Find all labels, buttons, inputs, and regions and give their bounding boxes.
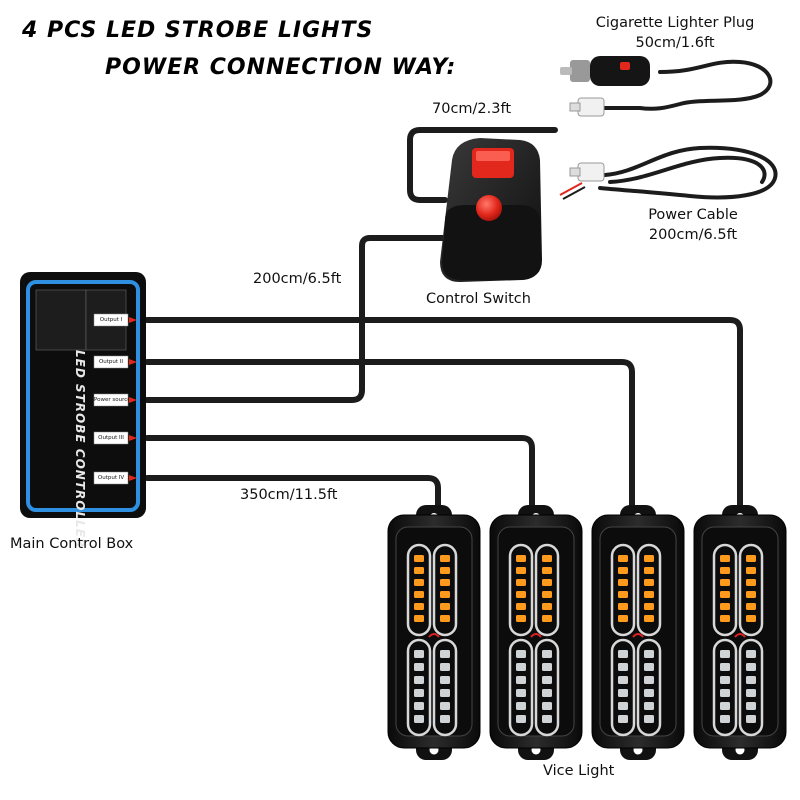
port-label-4: Output III <box>98 435 124 441</box>
cigarette-lighter-plug <box>638 59 773 111</box>
vice-light-1 <box>387 505 481 760</box>
cable-output-4 <box>144 475 441 513</box>
cable-output-2 <box>144 359 635 513</box>
cable-power-source <box>144 235 451 403</box>
vice-light-2 <box>489 505 583 760</box>
vice-light-3 <box>591 505 685 760</box>
main-control-box-label: Main Control Box <box>10 536 134 552</box>
lighter-plug-body <box>560 56 650 86</box>
light-cable-length: 350cm/11.5ft <box>240 487 338 503</box>
diagram-title-line-2: POWER CONNECTION WAY: <box>105 55 457 80</box>
lighter-plug-length: 50cm/1.6ft <box>635 35 715 51</box>
port-label-5: Output IV <box>97 475 125 481</box>
cable-switch-70cm <box>407 127 558 203</box>
lighter-connector <box>569 97 640 117</box>
switch-cable-length: 70cm/2.3ft <box>432 101 512 117</box>
port-label-1: Output I <box>99 317 123 323</box>
lighter-plug-label: Cigarette Lighter Plug <box>595 15 755 31</box>
power-cable-coil <box>598 145 778 200</box>
cable-output-3 <box>144 435 535 513</box>
box-cable-length: 200cm/6.5ft <box>253 271 342 287</box>
power-cable-label: Power Cable <box>648 207 738 223</box>
port-label-3: Power source <box>94 397 128 403</box>
vice-light-4 <box>693 505 787 760</box>
cable-output-1 <box>144 317 743 513</box>
control-switch-body <box>440 138 542 282</box>
diagram-title-line-1: 4 PCS LED STROBE LIGHTS <box>22 18 374 43</box>
power-cable-connector <box>559 162 605 200</box>
vice-light-label: Vice Light <box>543 763 615 779</box>
port-label-2: Output II <box>98 359 124 365</box>
power-cable-length: 200cm/6.5ft <box>648 227 738 243</box>
control-switch-label: Control Switch <box>426 291 531 307</box>
